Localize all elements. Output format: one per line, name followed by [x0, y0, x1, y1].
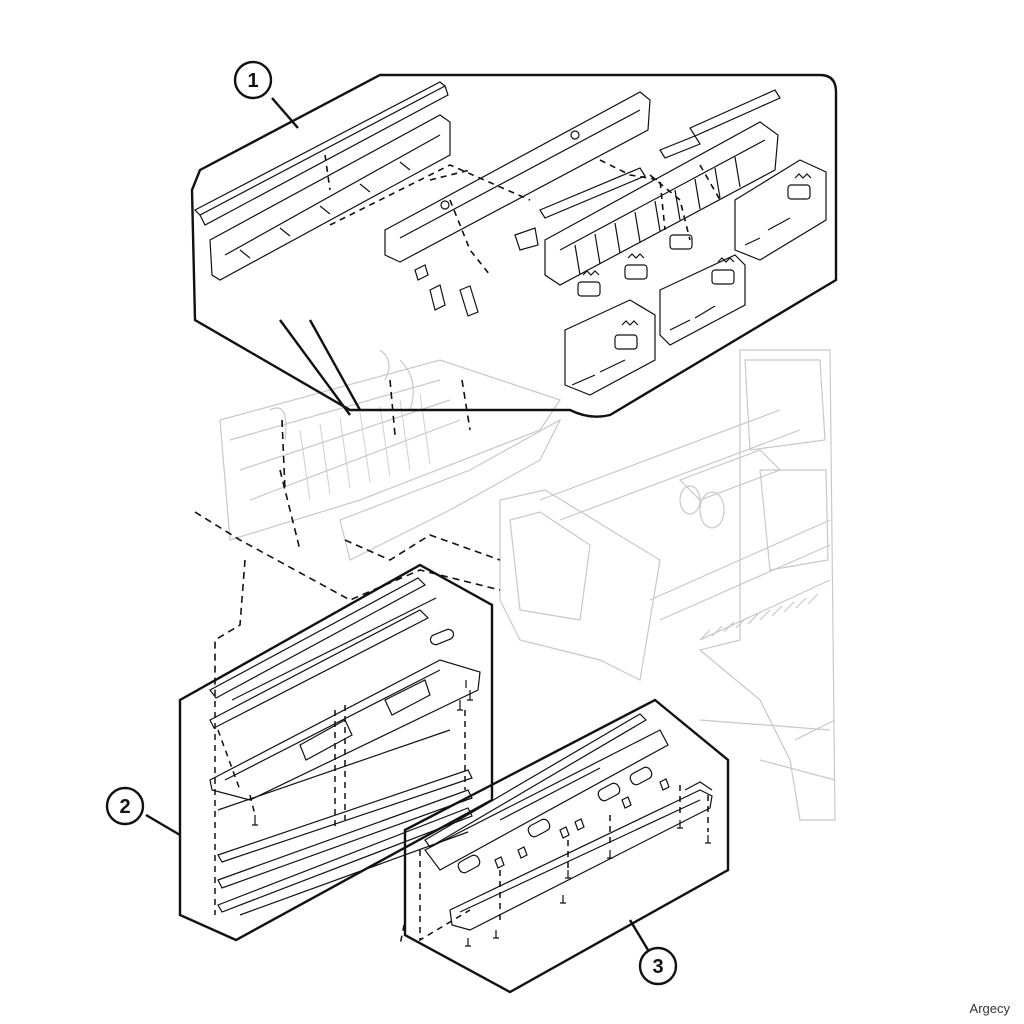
callout-1-pointer — [279, 319, 362, 416]
callout-1-parts — [193, 81, 827, 396]
callout-1-box — [190, 73, 838, 418]
callout-2-parts — [209, 577, 481, 916]
callout-1-marker: 1 — [233, 60, 273, 100]
callout-3-group — [403, 698, 730, 994]
callout-3-marker: 3 — [638, 946, 678, 986]
callout-2-marker: 2 — [105, 786, 145, 826]
callout-1-group — [190, 73, 838, 418]
watermark-text: Argecy — [969, 1001, 1010, 1016]
callout-2-dashed-lines — [214, 690, 466, 915]
callout-1-label: 1 — [247, 70, 258, 92]
connector-dashed-lines — [194, 379, 501, 690]
callout-3-box — [403, 698, 730, 994]
callout-1-dashed-lines — [324, 154, 721, 276]
callout-2-label: 2 — [119, 796, 130, 818]
tray-ribs — [299, 393, 431, 501]
callout-2-group — [145, 563, 494, 942]
printer-frame-background — [219, 349, 836, 821]
callout-2-box — [178, 563, 494, 942]
callout-3-label: 3 — [652, 956, 663, 978]
callout-3-dashed-lines — [399, 785, 709, 946]
